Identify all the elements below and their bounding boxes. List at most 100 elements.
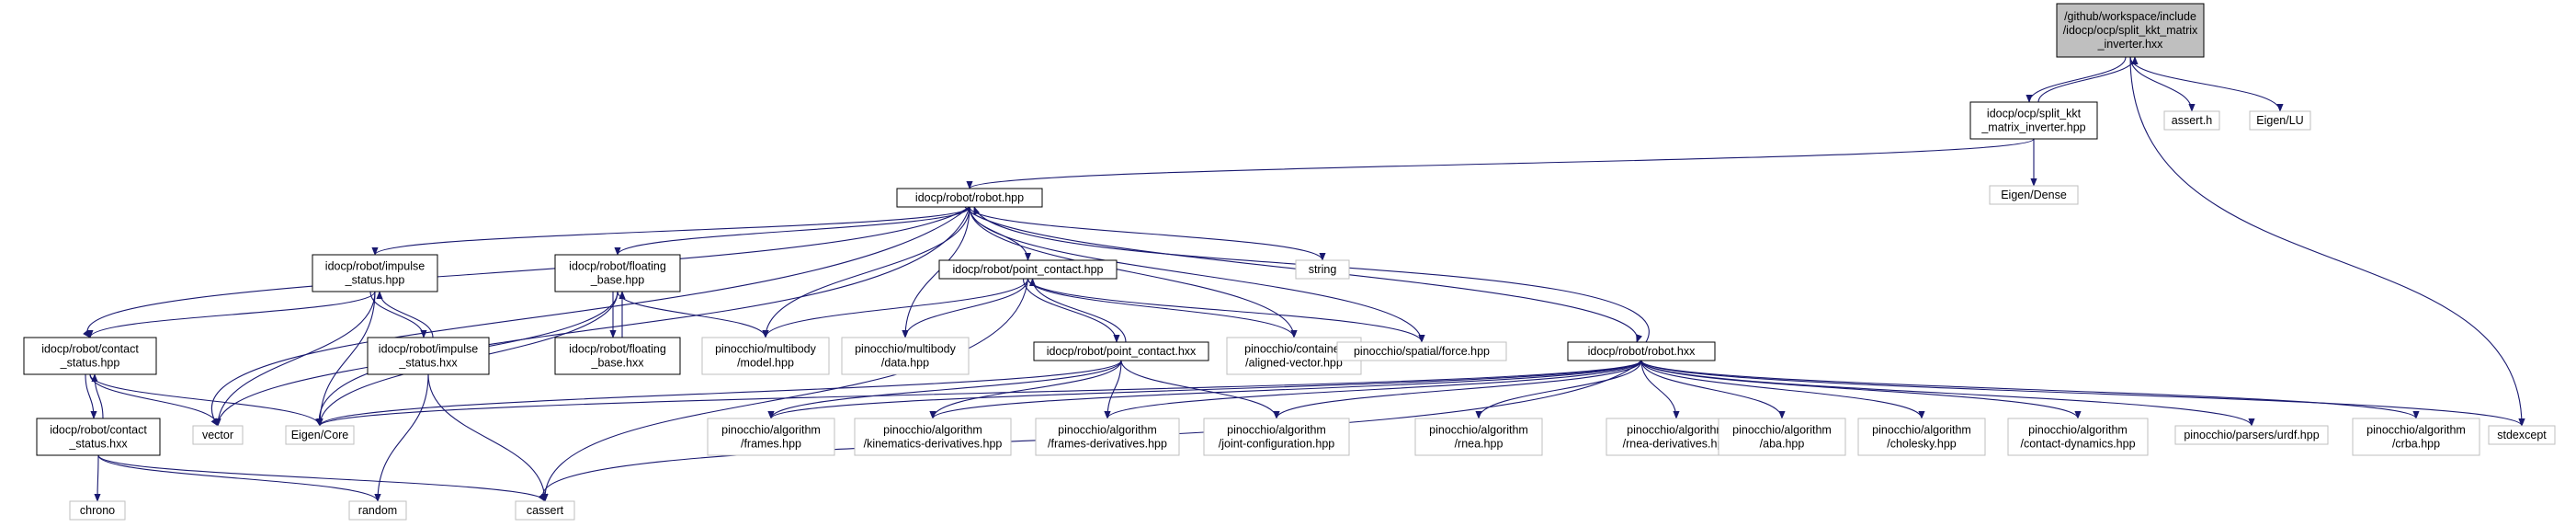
node-label-line: idocp/robot/robot.hpp xyxy=(915,191,1024,204)
node-label-line: /idocp/ocp/split_kkt_matrix xyxy=(2063,24,2198,37)
node-label-line: assert.h xyxy=(2172,114,2213,127)
node-box xyxy=(1035,418,1180,456)
node-root[interactable]: /github/workspace/include/idocp/ocp/spli… xyxy=(2056,3,2205,58)
node-label-line: pinocchio/algorithm xyxy=(1732,424,1832,437)
node-robot-hpp[interactable]: idocp/robot/robot.hpp xyxy=(896,188,1043,208)
node-box xyxy=(2488,425,2556,445)
node-label-line: pinocchio/container xyxy=(1244,343,1344,356)
edge-robot_hpp-to-force_hpp xyxy=(969,206,1425,343)
node-label-line: pinocchio/algorithm xyxy=(1429,424,1528,437)
edge-robot_hpp-to-data_hpp xyxy=(902,206,970,338)
edge-robot_hxx-to-frames_deriv xyxy=(1104,360,1642,419)
node-label-line: idocp/robot/robot.hxx xyxy=(1588,345,1696,358)
node-urdf-hpp: pinocchio/parsers/urdf.hpp xyxy=(2174,425,2329,445)
node-box xyxy=(2163,110,2220,131)
node-label-line: /aba.hpp xyxy=(1760,438,1805,451)
edge-impulse_hxx-to-impulse_hpp xyxy=(376,291,434,338)
node-box xyxy=(896,188,1043,208)
node-box xyxy=(312,254,438,292)
node-label-line: pinocchio/algorithm xyxy=(2366,424,2466,437)
edge-robot_hxx-to-urdf_hpp xyxy=(1640,360,2255,427)
edge-point_contact_hxx-to-frames_hpp xyxy=(767,360,1122,419)
edge-robot_hpp-to-vector xyxy=(210,206,970,427)
node-label-line: cassert xyxy=(527,504,564,517)
edge-robot_hxx-to-crba_hpp xyxy=(1640,360,2420,419)
node-box xyxy=(1295,259,1350,280)
edge-impulse_hpp-to-contact_hpp xyxy=(86,291,376,338)
node-joint-config: pinocchio/algorithm/joint-configuration.… xyxy=(1203,418,1350,456)
node-contact-hpp[interactable]: idocp/robot/contact_status.hpp xyxy=(23,337,157,375)
edge-point_contact_hpp-to-force_hpp xyxy=(1027,278,1425,343)
node-label-line: idocp/robot/point_contact.hxx xyxy=(1047,345,1197,358)
node-skmi-hpp[interactable]: idocp/ocp/split_kkt_matrix_inverter.hpp xyxy=(1969,101,2098,140)
node-floating-hpp[interactable]: idocp/robot/floating_base.hpp xyxy=(554,254,681,292)
edge-contact_hxx-to-cassert xyxy=(97,454,549,502)
node-label-line: idocp/robot/floating xyxy=(569,343,666,356)
node-label-line: idocp/robot/point_contact.hpp xyxy=(952,263,1103,276)
node-label-line: idocp/robot/contact xyxy=(41,343,139,356)
node-label-line: pinocchio/algorithm xyxy=(1872,424,1971,437)
node-contact-hxx[interactable]: idocp/robot/contact_status.hxx xyxy=(36,418,161,456)
node-label-line: _inverter.hxx xyxy=(2097,38,2164,51)
node-label-line: stdexcept xyxy=(2497,429,2547,441)
node-crba-hpp: pinocchio/algorithm/crba.hpp xyxy=(2352,418,2480,456)
node-box xyxy=(1989,185,2079,205)
edge-root-to-assert_h xyxy=(2129,56,2196,112)
edge-point_contact_hpp-to-model_hpp xyxy=(762,278,1029,338)
node-label-line: pinocchio/spatial/force.hpp xyxy=(1354,345,1490,358)
node-chrono: chrono xyxy=(69,500,126,521)
node-box xyxy=(701,337,830,375)
node-label-line: /model.hpp xyxy=(737,357,794,370)
edge-robot_hpp-to-model_hpp xyxy=(762,206,970,338)
edge-impulse_hpp-to-impulse_hxx xyxy=(369,291,427,338)
edge-root-to-skmi_hpp xyxy=(2026,56,2127,103)
node-label-line: pinocchio/algorithm xyxy=(1058,424,1157,437)
edge-robot_hxx-to-eigen_core xyxy=(316,360,1642,427)
edge-point_contact_hpp-to-cassert xyxy=(540,278,1029,502)
node-force-hpp: pinocchio/spatial/force.hpp xyxy=(1336,341,1507,361)
node-label-line: /crba.hpp xyxy=(2392,438,2440,451)
edge-robot_hxx-to-kin_deriv xyxy=(929,360,1642,419)
edge-point_contact_hxx-to-kin_deriv xyxy=(929,360,1122,419)
edge-point_contact_hpp-to-data_hpp xyxy=(902,278,1029,338)
node-point-contact-hxx[interactable]: idocp/robot/point_contact.hxx xyxy=(1033,341,1209,361)
edge-root-to-eigen_lu xyxy=(2129,56,2284,112)
node-layer: /github/workspace/include/idocp/ocp/spli… xyxy=(23,3,2556,521)
node-box xyxy=(2007,418,2149,456)
node-label-line: idocp/robot/impulse xyxy=(325,260,425,273)
node-label-line: /kinematics-derivatives.hpp xyxy=(864,438,1003,451)
node-label-line: /joint-configuration.hpp xyxy=(1219,438,1335,451)
edge-point_contact_hxx-to-eigen_core xyxy=(316,360,1122,427)
edge-skmi_hpp-to-robot_hpp xyxy=(966,138,2035,189)
node-box xyxy=(938,259,1118,280)
node-point-contact-hpp[interactable]: idocp/robot/point_contact.hpp xyxy=(938,259,1118,280)
node-box xyxy=(854,418,1012,456)
node-robot-hxx[interactable]: idocp/robot/robot.hxx xyxy=(1567,341,1716,361)
edge-robot_hxx-to-rnea_hpp xyxy=(1475,360,1642,419)
edge-robot_hxx-to-stdexcept xyxy=(1640,360,2525,427)
node-cholesky-hpp: pinocchio/algorithm/cholesky.hpp xyxy=(1857,418,1986,456)
node-label-line: Eigen/LU xyxy=(2256,114,2303,127)
node-box xyxy=(2056,3,2205,58)
node-box xyxy=(1718,418,1846,456)
node-cassert: cassert xyxy=(515,500,575,521)
node-floating-hxx[interactable]: idocp/robot/floating_base.hxx xyxy=(554,337,681,375)
node-label-line: /frames.hpp xyxy=(741,438,801,451)
edge-impulse_hpp-to-vector xyxy=(214,291,376,427)
edge-contact_hpp-to-contact_hxx xyxy=(85,373,97,419)
node-label-line: /contact-dynamics.hpp xyxy=(2020,438,2135,451)
node-impulse-hxx[interactable]: idocp/robot/impulse_status.hxx xyxy=(367,337,490,375)
node-box xyxy=(348,500,407,521)
node-box xyxy=(1969,101,2098,140)
edge-robot_hxx-to-frames_hpp xyxy=(767,360,1642,419)
node-impulse-hpp[interactable]: idocp/robot/impulse_status.hpp xyxy=(312,254,438,292)
node-box xyxy=(2174,425,2329,445)
node-label-line: pinocchio/multibody xyxy=(855,343,957,356)
edge-impulse_hxx-to-cassert xyxy=(427,373,549,502)
node-random: random xyxy=(348,500,407,521)
edge-robot_hxx-to-joint_config xyxy=(1273,360,1642,419)
edge-robot_hpp-to-string xyxy=(969,206,1326,261)
node-label-line: /frames-derivatives.hpp xyxy=(1048,438,1167,451)
node-label-line: /aligned-vector.hpp xyxy=(1245,357,1343,370)
